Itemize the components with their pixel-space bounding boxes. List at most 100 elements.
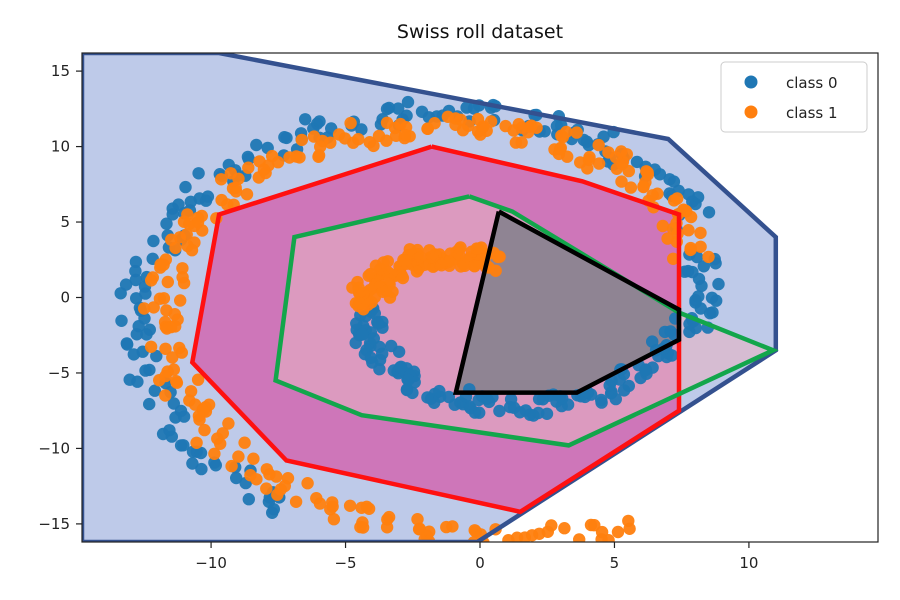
y-tick-label: −10 bbox=[38, 439, 70, 457]
point-class-1 bbox=[363, 136, 376, 149]
point-class-0 bbox=[368, 307, 381, 320]
point-class-0 bbox=[373, 353, 387, 367]
point-class-0 bbox=[266, 506, 279, 519]
plot-area bbox=[81, 52, 879, 543]
point-class-0 bbox=[131, 375, 144, 388]
point-class-1 bbox=[383, 274, 396, 287]
point-class-0 bbox=[143, 397, 156, 411]
point-class-1 bbox=[159, 342, 172, 355]
point-class-1 bbox=[364, 267, 377, 281]
point-class-1 bbox=[449, 118, 462, 131]
point-class-0 bbox=[140, 328, 153, 341]
point-class-0 bbox=[706, 306, 719, 319]
point-class-0 bbox=[646, 335, 659, 348]
point-class-1 bbox=[702, 250, 715, 264]
point-class-0 bbox=[139, 364, 152, 377]
point-class-0 bbox=[349, 336, 362, 350]
point-class-1 bbox=[682, 224, 695, 237]
point-class-1 bbox=[175, 346, 188, 359]
point-class-0 bbox=[406, 386, 419, 400]
point-class-1 bbox=[180, 228, 193, 241]
point-class-1 bbox=[260, 463, 273, 476]
point-class-1 bbox=[295, 133, 308, 147]
point-class-0 bbox=[179, 180, 192, 194]
point-class-1 bbox=[352, 296, 366, 310]
y-tick-label: −5 bbox=[48, 364, 70, 382]
point-class-1 bbox=[160, 322, 174, 335]
point-class-0 bbox=[493, 404, 506, 418]
point-class-0 bbox=[415, 105, 429, 119]
point-class-0 bbox=[692, 290, 705, 303]
point-class-0 bbox=[139, 287, 152, 300]
point-class-1 bbox=[169, 241, 182, 255]
point-class-0 bbox=[503, 400, 517, 414]
point-class-0 bbox=[129, 264, 142, 278]
point-class-0 bbox=[689, 197, 702, 211]
point-class-1 bbox=[257, 163, 271, 176]
y-tick-label: −15 bbox=[38, 515, 70, 533]
point-class-1 bbox=[667, 194, 681, 207]
point-class-1 bbox=[191, 373, 205, 386]
point-class-1 bbox=[176, 271, 189, 284]
legend-label-class-0: class 0 bbox=[786, 74, 838, 92]
point-class-1 bbox=[656, 219, 669, 233]
point-class-1 bbox=[441, 110, 455, 124]
point-class-0 bbox=[519, 404, 532, 417]
point-class-0 bbox=[194, 446, 208, 460]
point-class-0 bbox=[603, 379, 616, 392]
point-class-0 bbox=[550, 119, 564, 133]
point-class-1 bbox=[421, 122, 434, 135]
point-class-1 bbox=[144, 340, 158, 353]
point-class-0 bbox=[230, 471, 243, 485]
point-class-1 bbox=[470, 242, 483, 255]
point-class-0 bbox=[242, 152, 255, 166]
point-class-1 bbox=[396, 271, 410, 285]
point-class-1 bbox=[176, 262, 189, 275]
y-tick-label: 5 bbox=[60, 213, 70, 231]
point-class-1 bbox=[352, 133, 365, 146]
point-class-1 bbox=[191, 211, 205, 225]
point-class-1 bbox=[468, 259, 481, 272]
x-tick-label: −10 bbox=[195, 554, 227, 572]
point-class-0 bbox=[186, 457, 199, 470]
point-class-0 bbox=[372, 317, 385, 330]
point-class-0 bbox=[421, 391, 434, 404]
point-class-1 bbox=[446, 520, 459, 533]
point-class-0 bbox=[250, 138, 263, 152]
point-class-1 bbox=[694, 226, 707, 240]
point-class-0 bbox=[630, 155, 644, 169]
point-class-1 bbox=[208, 447, 221, 460]
point-class-1 bbox=[509, 136, 523, 149]
point-class-1 bbox=[184, 385, 198, 398]
hull-green-outline bbox=[273, 194, 779, 448]
data-points bbox=[114, 95, 725, 542]
point-class-0 bbox=[705, 291, 719, 304]
point-class-1 bbox=[327, 513, 341, 526]
point-class-1 bbox=[545, 519, 558, 532]
point-class-0 bbox=[697, 260, 710, 273]
point-class-1 bbox=[190, 436, 203, 449]
hull-black-outline bbox=[452, 209, 682, 395]
x-tick-label: 10 bbox=[739, 554, 758, 572]
legend-label-class-1: class 1 bbox=[786, 104, 838, 122]
point-class-1 bbox=[338, 132, 352, 145]
point-class-0 bbox=[380, 102, 394, 116]
point-class-1 bbox=[174, 294, 187, 307]
point-class-0 bbox=[177, 410, 191, 423]
point-class-0 bbox=[613, 373, 626, 386]
hull-outlines bbox=[82, 53, 779, 542]
point-class-1 bbox=[499, 119, 512, 133]
point-class-0 bbox=[394, 360, 408, 373]
point-class-1 bbox=[137, 302, 151, 315]
point-class-1 bbox=[159, 369, 172, 383]
point-class-0 bbox=[364, 351, 377, 364]
point-class-0 bbox=[242, 493, 255, 506]
point-class-0 bbox=[166, 208, 179, 221]
point-class-0 bbox=[532, 392, 546, 406]
point-class-1 bbox=[312, 149, 326, 162]
point-class-1 bbox=[413, 522, 426, 535]
y-tick-label: 15 bbox=[51, 62, 70, 80]
point-class-0 bbox=[129, 273, 142, 287]
point-class-1 bbox=[457, 257, 470, 271]
point-class-1 bbox=[346, 281, 359, 294]
